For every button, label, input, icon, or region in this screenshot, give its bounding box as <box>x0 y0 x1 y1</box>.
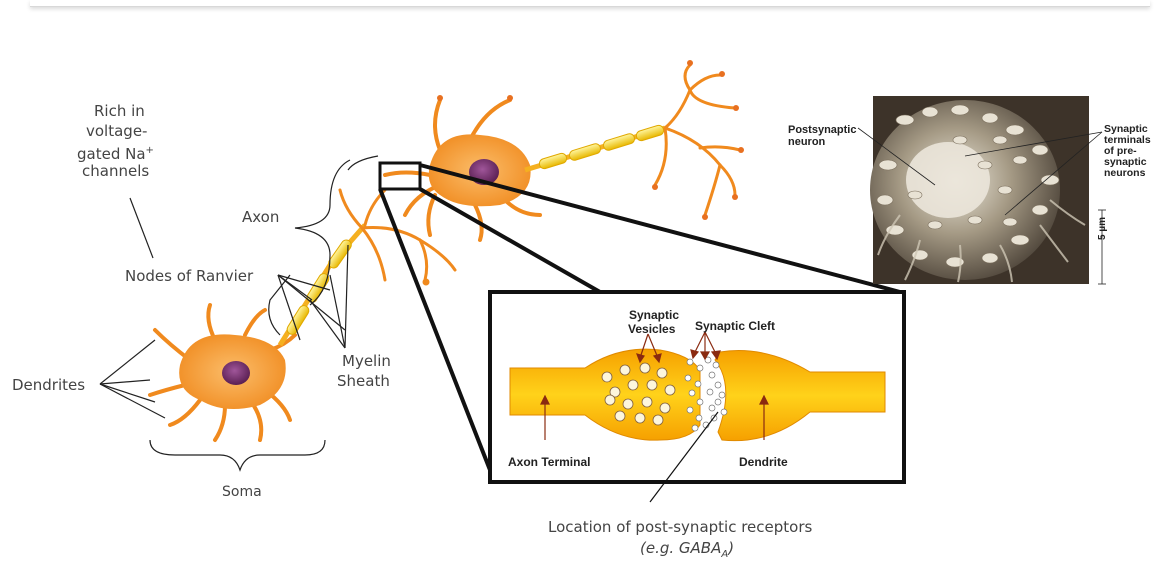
upper-axon <box>437 60 744 220</box>
label-postsynaptic-1: Postsynaptic <box>788 124 857 136</box>
top-divider <box>30 0 1150 7</box>
label-terminals-4: synaptic <box>1104 156 1147 168</box>
zoom-box <box>378 161 901 471</box>
label-sheath: Sheath <box>337 372 390 390</box>
label-synaptic-cleft: Synaptic Cleft <box>695 319 776 333</box>
label-postsynaptic-2: neuron <box>788 136 826 148</box>
receptor-caption-line1: Location of post-synaptic receptors <box>548 518 813 536</box>
label-nodes-of-ranvier: Nodes of Ranvier <box>125 267 254 285</box>
upper-soma <box>383 98 542 242</box>
label-terminals-1: Synaptic <box>1104 123 1148 135</box>
label-myelin: Myelin <box>342 352 391 370</box>
label-synaptic-vesicles-2: Vesicles <box>628 322 676 336</box>
lower-soma <box>148 303 297 442</box>
label-terminals-3: of pre- <box>1104 145 1137 157</box>
label-soma: Soma <box>222 484 262 500</box>
label-axon-terminal: Axon Terminal <box>508 455 591 469</box>
label-dendrites: Dendrites <box>12 376 86 394</box>
label-rich-in: Rich in <box>94 102 145 120</box>
label-voltage: voltage- <box>86 122 148 140</box>
label-axon: Axon <box>242 208 280 226</box>
annotation-lines <box>99 155 379 472</box>
label-gated-na: gated Na+ <box>77 145 154 163</box>
label-dendrite: Dendrite <box>739 455 788 469</box>
label-terminals-5: neurons <box>1104 167 1146 179</box>
label-channels: channels <box>82 162 150 180</box>
micrograph-image <box>857 96 1106 285</box>
receptor-caption-line2: (e.g. GABAA) <box>640 539 735 560</box>
label-terminals-2: terminals <box>1104 134 1151 146</box>
label-scale-bar: 5 µm <box>1097 217 1108 240</box>
synapse-inset <box>488 290 906 503</box>
label-synaptic-vesicles-1: Synaptic <box>629 308 680 322</box>
